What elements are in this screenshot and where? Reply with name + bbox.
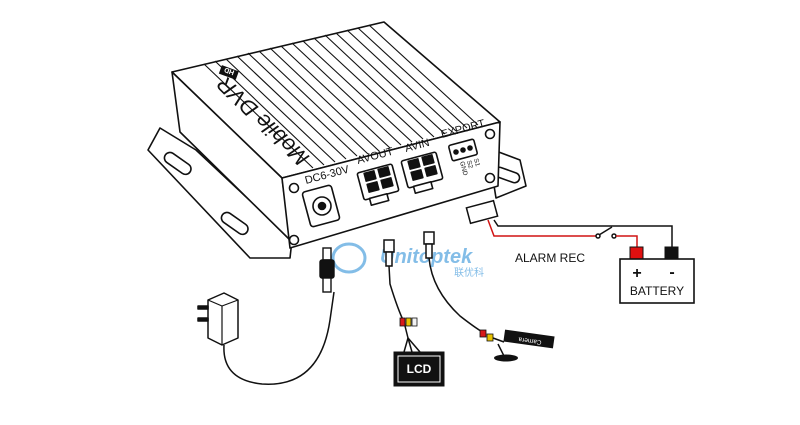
export-port[interactable] xyxy=(448,138,478,162)
avout-port[interactable] xyxy=(356,163,400,206)
battery-plus: + xyxy=(632,265,641,282)
power-adapter xyxy=(197,291,335,385)
power-adapter-icon xyxy=(207,292,239,346)
watermark: Unitoptek 联优科 xyxy=(331,242,484,279)
camera-label: Camera xyxy=(518,335,542,345)
dc-plug-icon xyxy=(319,247,335,293)
pin-label-s2: S2 xyxy=(465,160,474,170)
pin-label-s1: S1 xyxy=(472,158,481,168)
alarm-wiring: ALARM REC xyxy=(465,199,673,265)
battery: + - BATTERY xyxy=(619,246,695,304)
dvr-unit xyxy=(147,21,527,259)
lcd-label: LCD xyxy=(407,362,432,376)
watermark-sub: 联优科 xyxy=(454,266,484,279)
switch-icon xyxy=(595,226,617,239)
avin-port[interactable] xyxy=(400,151,444,194)
lcd-monitor: LCD xyxy=(393,351,445,387)
battery-minus: - xyxy=(669,264,674,281)
camera-icon: Camera xyxy=(494,329,555,362)
alarm-label: ALARM REC xyxy=(515,251,585,265)
pin-label-gnd: GND xyxy=(458,161,469,177)
battery-label: BATTERY xyxy=(630,284,684,298)
lcd-cable xyxy=(383,239,421,353)
heat-sink-ribs xyxy=(203,24,479,169)
brand-plate-text: HD xyxy=(224,66,236,76)
